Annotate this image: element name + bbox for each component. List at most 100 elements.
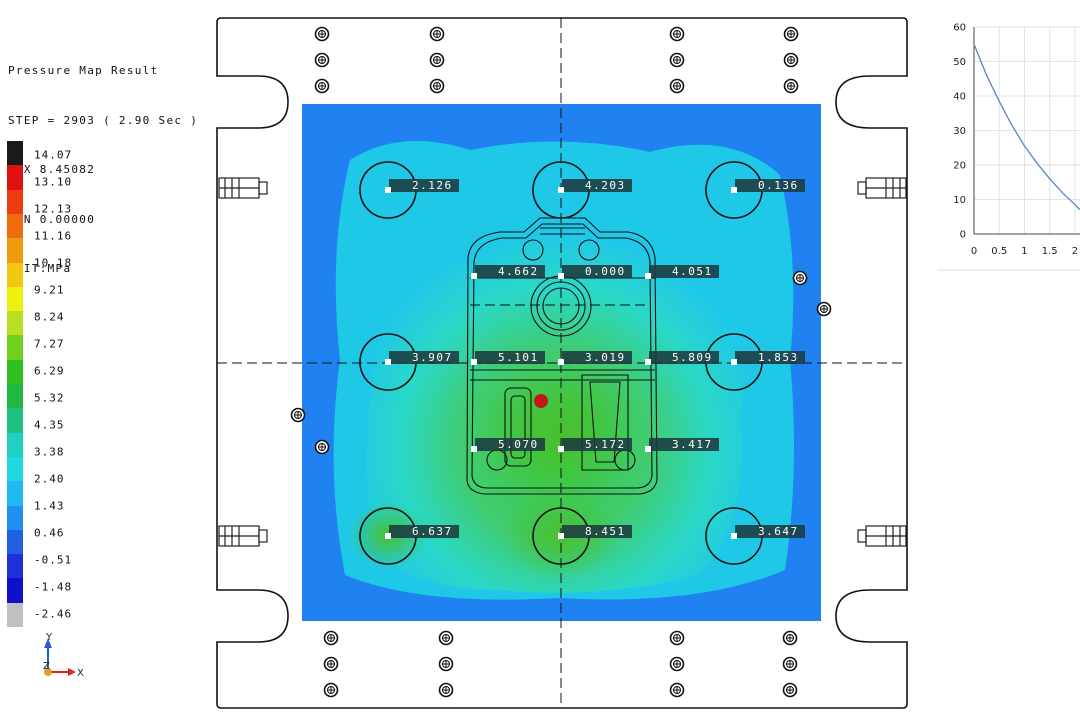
chart-axes: [973, 27, 1080, 235]
screw-hole: [438, 630, 454, 646]
chart-y-tick: 30: [953, 126, 966, 137]
gate-marker: [534, 394, 548, 408]
screw-hole: [782, 630, 798, 646]
screw-hole: [438, 656, 454, 672]
x-axis-arrow: [68, 668, 76, 676]
probe-marker: [645, 359, 651, 365]
legend-swatch: [7, 384, 23, 409]
screw-hole: [792, 270, 808, 286]
chart-x-tick: 0: [971, 246, 977, 257]
probe-label-bg: [735, 525, 805, 538]
legend-swatch: [7, 311, 23, 336]
screw-hole: [323, 656, 339, 672]
pressure-probe[interactable]: 3.019: [558, 351, 632, 365]
pressure-probe[interactable]: 3.907: [385, 351, 459, 365]
probe-marker: [385, 359, 391, 365]
pressure-probe[interactable]: 4.662: [471, 265, 545, 279]
probe-marker: [558, 187, 564, 193]
hotspot-center: [480, 360, 640, 500]
legend-swatch: [7, 578, 23, 604]
legend-swatch: [7, 432, 23, 458]
z-axis-marker: [44, 668, 52, 676]
screw-hole: [314, 26, 330, 42]
probe-label-bg: [389, 351, 459, 364]
pressure-probe[interactable]: 3.417: [645, 438, 719, 452]
legend-value: 0.46: [34, 526, 65, 539]
result-step: STEP = 2903 ( 2.90 Sec ): [8, 113, 199, 127]
pressure-probe[interactable]: 2.126: [385, 179, 459, 193]
probe-marker: [471, 273, 477, 279]
chart-x-tick: 2: [1072, 246, 1078, 257]
screw-hole: [669, 630, 685, 646]
screw-hole: [429, 52, 445, 68]
pressure-probe[interactable]: 1.853: [731, 351, 805, 365]
probe-marker: [731, 187, 737, 193]
probe-value: 5.172: [585, 438, 626, 451]
chart-grid: [973, 26, 1080, 235]
chart-x-tick: 1.5: [1042, 246, 1058, 257]
legend-value: 14.07: [34, 148, 73, 161]
pressure-probe[interactable]: 6.637: [385, 525, 459, 539]
pressure-probe[interactable]: 4.203: [558, 179, 632, 193]
legend-swatch: [7, 481, 23, 506]
legend-swatch: [7, 602, 23, 628]
legend-value: 10.18: [34, 256, 73, 269]
probe-label-bg: [389, 525, 459, 538]
legend-value: -1.48: [34, 580, 73, 593]
pressure-probes[interactable]: 2.126 4.203 0.136 4.662 0.000 4.051 3.907 5.101…: [385, 179, 805, 539]
screw-hole: [429, 26, 445, 42]
probe-value: 2.126: [412, 179, 453, 192]
probe-label-bg: [562, 525, 632, 538]
screw-hole: [783, 26, 799, 42]
pressure-probe[interactable]: 0.000: [558, 265, 632, 279]
legend-value: 8.24: [34, 310, 65, 323]
pressure-probe[interactable]: 5.070: [471, 438, 545, 452]
probe-marker: [471, 446, 477, 452]
legend-value: 9.21: [34, 283, 65, 296]
pressure-probe[interactable]: 5.172: [558, 438, 632, 452]
legend-swatch: [7, 529, 23, 555]
pressure-probe[interactable]: 0.136: [731, 179, 805, 193]
probe-marker: [645, 273, 651, 279]
probe-marker: [558, 533, 564, 539]
legend-swatch: [7, 238, 23, 263]
pressure-probe[interactable]: 3.647: [731, 525, 805, 539]
y-axis-label: Y: [45, 632, 53, 643]
probe-label-bg: [649, 351, 719, 364]
legend-swatch: [7, 213, 23, 239]
pressure-probe[interactable]: 5.809: [645, 351, 719, 365]
probe-label-bg: [562, 438, 632, 451]
probe-label-bg: [562, 351, 632, 364]
probe-label-bg: [735, 351, 805, 364]
chart-y-tick: 10: [953, 195, 966, 206]
legend-swatch: [7, 554, 23, 579]
result-title: Pressure Map Result: [8, 64, 159, 77]
probe-marker: [558, 446, 564, 452]
pressure-probe[interactable]: 8.451: [558, 525, 632, 539]
probe-label-bg: [562, 265, 632, 278]
legend-swatch: [7, 189, 23, 215]
screw-hole: [669, 682, 685, 698]
legend-swatch: [7, 335, 23, 361]
pressure-probe[interactable]: 5.101: [471, 351, 545, 365]
probe-label-bg: [389, 179, 459, 192]
screw-hole: [669, 78, 685, 94]
side-bolts: [218, 177, 907, 547]
probe-label-bg: [649, 438, 719, 451]
legend-value: 11.16: [34, 229, 73, 242]
legend-value: 2.40: [34, 472, 65, 485]
legend-swatch: [7, 165, 23, 191]
probe-value: 3.907: [412, 351, 453, 364]
screw-hole: [783, 52, 799, 68]
axis-triad: Y Z X: [43, 632, 84, 679]
legend-swatch: [7, 408, 23, 434]
z-axis-label: Z: [43, 661, 50, 672]
legend-value: 5.32: [34, 391, 65, 404]
screw-hole: [669, 52, 685, 68]
chart-y-tick: 0: [960, 230, 966, 241]
pressure-probe[interactable]: 4.051: [645, 265, 719, 279]
probe-marker: [558, 359, 564, 365]
